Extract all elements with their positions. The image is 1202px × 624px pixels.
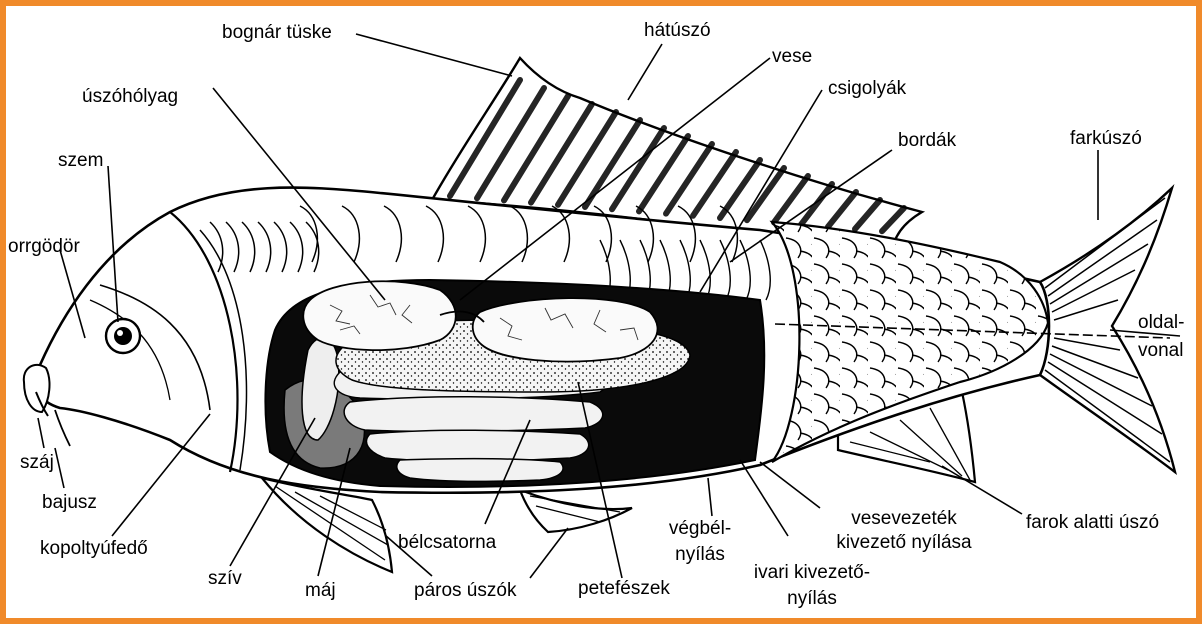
label-orrgodor: orrgödör bbox=[8, 236, 80, 258]
label-farok-alatti-uszo: farok alatti úszó bbox=[1026, 512, 1159, 534]
label-oldalvonal-2: vonal bbox=[1138, 340, 1183, 362]
label-vegbelnyilas-1: végbél- bbox=[669, 518, 731, 540]
label-petefeszek: petefészek bbox=[578, 578, 670, 600]
label-kopoltyufedo: kopoltyúfedő bbox=[40, 538, 148, 560]
label-farkuszo: farkúszó bbox=[1070, 128, 1142, 150]
label-vegbelnyilas-2: nyílás bbox=[675, 544, 725, 566]
label-ivari-2: nyílás bbox=[787, 588, 837, 610]
label-csigolyak: csigolyák bbox=[828, 78, 906, 100]
label-vesevezetek-1: vesevezeték bbox=[851, 508, 957, 530]
label-belcsatorna: bélcsatorna bbox=[398, 532, 496, 554]
eye-icon bbox=[106, 319, 140, 353]
label-szaj: száj bbox=[20, 452, 54, 474]
label-bognar-tuske: bognár tüske bbox=[222, 22, 332, 44]
label-ivari-1: ivari kivezető- bbox=[754, 562, 870, 584]
label-hatuszo: hátúszó bbox=[644, 20, 711, 42]
label-bajusz: bajusz bbox=[42, 492, 97, 514]
label-oldalvonal-1: oldal- bbox=[1138, 312, 1184, 334]
label-szem: szem bbox=[58, 150, 103, 172]
label-sziv: szív bbox=[208, 568, 242, 590]
label-paros-uszok: páros úszók bbox=[414, 580, 516, 602]
mouth bbox=[24, 365, 50, 416]
label-bordak: bordák bbox=[898, 130, 956, 152]
label-uszoholyag: úszóhólyag bbox=[82, 86, 178, 108]
label-vesevezetek-2: kivezető nyílása bbox=[836, 532, 971, 554]
label-maj: máj bbox=[305, 580, 336, 602]
label-vese: vese bbox=[772, 46, 812, 68]
pelvic-fin bbox=[520, 490, 632, 532]
barbel bbox=[55, 410, 70, 446]
